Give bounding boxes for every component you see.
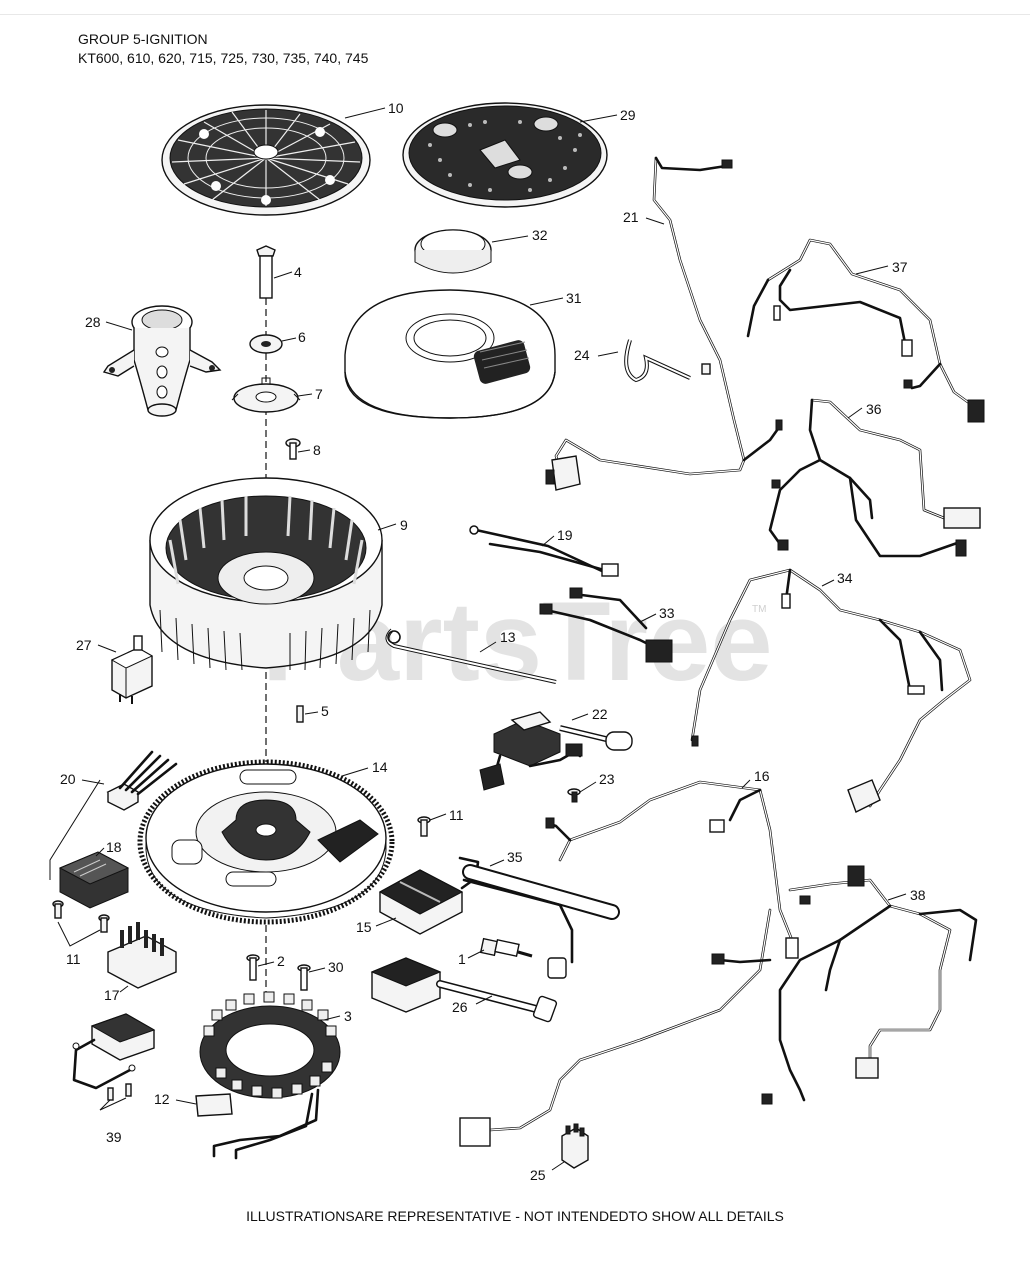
part-2-screw[interactable] xyxy=(246,954,260,981)
callout-19: 19 xyxy=(557,527,573,543)
part-19-jumper-wire[interactable] xyxy=(469,525,619,577)
callout-3: 3 xyxy=(344,1008,352,1024)
part-5-key[interactable] xyxy=(296,705,304,723)
part-8-screw[interactable] xyxy=(285,438,301,460)
disclaimer: ILLUSTRATIONSARE REPRESENTATIVE - NOT IN… xyxy=(246,1208,784,1224)
callout-23: 23 xyxy=(599,771,615,787)
part-10-grille-screen[interactable] xyxy=(161,104,371,216)
callout-34: 34 xyxy=(837,570,853,586)
top-divider xyxy=(0,14,1030,15)
watermark-tm: TM xyxy=(752,604,766,615)
part-37-harness[interactable] xyxy=(746,238,985,423)
callout-5: 5 xyxy=(321,703,329,719)
part-24-cable-tie[interactable] xyxy=(624,339,691,383)
part-27-relay[interactable] xyxy=(110,635,154,704)
part-23-screw[interactable] xyxy=(567,788,581,803)
callout-11-right: 11 xyxy=(449,807,464,823)
callout-16: 16 xyxy=(754,768,770,784)
callout-14: 14 xyxy=(372,759,388,775)
callout-39: 39 xyxy=(106,1129,122,1145)
callout-26: 26 xyxy=(452,999,468,1015)
part-17-rectifier[interactable] xyxy=(107,922,177,989)
part-20-wire-connector[interactable] xyxy=(106,750,178,811)
part-7-hub-plate[interactable] xyxy=(231,377,301,413)
callout-12: 12 xyxy=(154,1091,170,1107)
part-3-stator[interactable] xyxy=(199,991,341,1160)
group-title: GROUP 5-IGNITION xyxy=(78,31,208,47)
part-11-screw-c[interactable] xyxy=(417,816,431,837)
part-29-perforated-screen[interactable] xyxy=(402,102,608,208)
part-22-module-lead[interactable] xyxy=(479,711,633,791)
callout-4: 4 xyxy=(294,264,302,280)
part-18-regulator[interactable] xyxy=(58,851,130,909)
part-11-screw-a[interactable] xyxy=(52,900,64,919)
diagram-header: GROUP 5-IGNITION KT600, 610, 620, 715, 7… xyxy=(78,30,368,68)
callout-18: 18 xyxy=(106,839,122,855)
part-21-harness[interactable] xyxy=(545,156,783,491)
callout-8: 8 xyxy=(313,442,321,458)
part-32-seal-ring[interactable] xyxy=(414,229,492,274)
callout-30: 30 xyxy=(328,959,344,975)
part-30-screw[interactable] xyxy=(297,964,311,991)
part-35-tube[interactable] xyxy=(462,864,620,920)
part-28-bracket[interactable] xyxy=(102,305,222,417)
callout-13: 13 xyxy=(500,629,516,645)
part-36-harness[interactable] xyxy=(768,398,981,558)
part-39-screws xyxy=(107,1083,132,1101)
part-16-harness[interactable] xyxy=(459,780,799,1147)
callout-36: 36 xyxy=(866,401,882,417)
part-25-relay[interactable] xyxy=(561,1123,589,1169)
callout-9: 9 xyxy=(400,517,408,533)
callout-29: 29 xyxy=(620,107,636,123)
part-6-washer[interactable] xyxy=(249,334,283,354)
model-list: KT600, 610, 620, 715, 725, 730, 735, 740… xyxy=(78,50,369,66)
callout-2: 2 xyxy=(277,953,285,969)
part-33-connector-strip[interactable] xyxy=(539,587,673,663)
callout-27: 27 xyxy=(76,637,92,653)
callout-24: 24 xyxy=(574,347,590,363)
callout-38: 38 xyxy=(910,887,926,903)
part-13-tie[interactable] xyxy=(385,628,557,684)
callout-6: 6 xyxy=(298,329,306,345)
callout-20: 20 xyxy=(60,771,76,787)
part-12-terminal[interactable] xyxy=(195,1093,233,1117)
callout-7: 7 xyxy=(315,386,323,402)
callout-25: 25 xyxy=(530,1167,546,1183)
callout-11-left: 11 xyxy=(66,951,81,967)
part-1-spark-plug[interactable] xyxy=(479,937,533,958)
callout-37: 37 xyxy=(892,259,908,275)
part-4-bolt[interactable] xyxy=(256,245,276,299)
part-39-regulator-kit[interactable] xyxy=(72,1013,156,1101)
callout-21: 21 xyxy=(623,209,639,225)
callout-28: 28 xyxy=(85,314,101,330)
part-38-harness[interactable] xyxy=(761,865,978,1105)
callout-17: 17 xyxy=(104,987,120,1003)
callout-1: 1 xyxy=(458,951,466,967)
part-14-ring-gear-flywheel[interactable] xyxy=(137,759,395,925)
callout-32: 32 xyxy=(532,227,548,243)
part-34-harness[interactable] xyxy=(690,568,972,813)
part-31-cover-plate[interactable] xyxy=(344,289,556,419)
part-9-flywheel-fan[interactable] xyxy=(149,477,383,671)
callout-33: 33 xyxy=(659,605,675,621)
callout-35: 35 xyxy=(507,849,523,865)
callout-10: 10 xyxy=(388,100,404,116)
callout-15: 15 xyxy=(356,919,372,935)
callout-31: 31 xyxy=(566,290,582,306)
callout-22: 22 xyxy=(592,706,608,722)
part-11-screw-b[interactable] xyxy=(98,914,110,933)
part-15-ignition-module[interactable] xyxy=(378,856,480,935)
